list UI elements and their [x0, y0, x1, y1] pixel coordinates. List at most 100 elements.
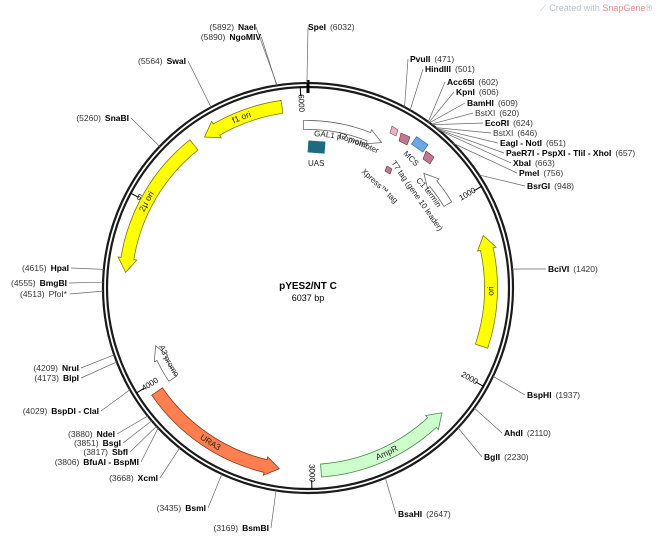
xpress-tag-label: Xpress™ tag	[360, 167, 400, 205]
credit-mark: ®	[645, 3, 652, 13]
mcs-arrow-2	[422, 150, 435, 165]
enzyme-bmgbi: (4555)BmgBI	[11, 278, 67, 288]
enzyme-leader-line	[260, 36, 278, 86]
enzyme-xcmi: (3668)XcmI	[109, 473, 158, 483]
enzyme-leader-line	[453, 142, 518, 174]
credit-brand: SnapGene	[602, 3, 646, 13]
enzyme-leader-line	[116, 415, 149, 435]
enzyme-bsphi: BspHI(1937)	[527, 390, 580, 400]
enzyme-leader-line	[129, 425, 157, 453]
enzyme-leader-line	[492, 375, 526, 396]
inner-feature-arrow	[423, 172, 453, 207]
enzyme-xbai: XbaI(663)	[513, 158, 555, 168]
inner-feature-arrow	[153, 345, 177, 382]
enzyme-leader-line	[404, 58, 409, 108]
enzyme-leader-line	[478, 174, 526, 187]
enzyme-leader-line	[187, 60, 212, 108]
tick-label: 6000	[296, 94, 306, 113]
enzyme-layer: SpeI(6032) (5892)NaeI (5890)NgoMIV (5564…	[11, 22, 635, 533]
enzyme-naei: (5892)NaeI	[209, 22, 256, 32]
enzyme-leader-line	[438, 129, 512, 164]
enzyme-hpai: (4615)HpaI	[22, 263, 69, 273]
enzyme-sbfi: (3817)SbfI	[83, 447, 128, 457]
enzyme-bsmi: (3435)BsmI	[157, 503, 206, 513]
enzyme-leader-line	[80, 361, 117, 379]
enzyme-spei: SpeI(6032)	[308, 22, 355, 32]
enzyme-leader-line	[409, 68, 424, 111]
plasmid-name: pYES2/NT C	[279, 281, 337, 292]
enzyme-blpi: (4173)BlpI	[34, 373, 79, 383]
feature-arrow	[151, 387, 280, 476]
enzyme-leader-line	[457, 427, 483, 458]
tick-label: 2000	[460, 370, 480, 387]
plasmid-size: 6037 bp	[292, 293, 325, 303]
mcs-box	[410, 136, 429, 153]
tick-label: 4000	[140, 375, 160, 392]
feature-arrow	[203, 99, 284, 139]
enzyme-leader-line	[429, 102, 466, 124]
enzyme-ndei: (3880)NdeI	[68, 429, 115, 439]
snapgene-credit: ⟋Created with SnapGene®	[540, 3, 652, 14]
enzyme-hindiii: HindIII(501)	[425, 64, 475, 74]
enzyme-bsahi: BsaHI(2647)	[398, 509, 451, 519]
enzyme-leader-line	[306, 26, 309, 84]
feature-arrow	[320, 412, 443, 478]
enzyme-bfuai-bspmi: (3806)BfuAI - BspMI	[55, 457, 139, 467]
enzyme-bsgi: (3851)BsgI	[74, 438, 121, 448]
enzyme-leader-line	[431, 122, 484, 126]
enzyme-leader-line	[428, 91, 455, 123]
enzyme-bstxi-646: BstXI(646)	[493, 128, 537, 138]
inner-feature-arrow	[302, 120, 383, 145]
enzyme-ecori: EcoRI(624)	[485, 118, 533, 128]
tick-mark	[475, 381, 484, 387]
mcs-label: MCS	[402, 149, 421, 168]
enzyme-eagi-noti: EagI - NotI(651)	[500, 138, 566, 148]
tick-mark	[136, 387, 145, 394]
credit-prefix: Created with	[549, 3, 600, 13]
enzyme-leader-line	[427, 81, 446, 123]
feature-arrow	[117, 139, 199, 274]
enzyme-leader-line	[130, 117, 160, 147]
enzyme-bgli: BglI(2230)	[484, 452, 529, 462]
enzyme-leader-line	[70, 267, 104, 270]
enzyme-leader-line	[270, 490, 277, 529]
enzyme-ahdi: AhdI(2110)	[504, 428, 551, 438]
xpress-tag-arrow	[384, 165, 393, 175]
enzyme-leader-line	[431, 112, 474, 125]
enzyme-pmei: PmeI(756)	[519, 168, 563, 178]
feature-label: ori	[485, 286, 495, 296]
tick-mark	[130, 192, 139, 198]
t7-promoter-arrow	[389, 125, 399, 137]
enzyme-swai: (5564)SwaI	[138, 56, 186, 66]
enzyme-bspdi-clai: (4029)BspDI - ClaI	[23, 406, 99, 416]
enzyme-nrui: (4209)NruI	[33, 363, 79, 373]
enzyme-leader-line	[435, 127, 492, 134]
tick-label: 3000	[307, 464, 316, 483]
enzyme-leader-line	[473, 407, 503, 434]
enzyme-leader-line	[207, 473, 223, 509]
enzyme-leader-line	[122, 420, 152, 444]
snapgene-logo-icon: ⟋	[539, 3, 547, 13]
enzyme-leader-line	[384, 477, 397, 515]
enzyme-bsmbi: (3169)BsmBI	[213, 523, 269, 533]
enzyme-snabi: (5260)SnaBI	[76, 113, 129, 123]
enzyme-leader-line	[436, 127, 499, 144]
enzyme-paer7i-xhoi: PaeR7I - PspXI - TliI - XhoI(657)	[506, 148, 635, 158]
enzyme-leader-line	[100, 389, 131, 412]
tick-label: 1000	[457, 185, 477, 202]
enzyme-bsrgi: BsrGI(948)	[527, 181, 574, 191]
enzyme-leader-line	[159, 447, 181, 479]
enzyme-kpni: KpnI(606)	[456, 87, 499, 97]
tick-mark	[473, 185, 482, 192]
feature-arrow	[474, 234, 498, 349]
enzyme-acc65i: Acc65I(602)	[447, 77, 498, 87]
enzyme-bamhi: BamHI(609)	[467, 98, 518, 108]
mcs-arrow-1	[398, 132, 411, 146]
enzyme-leader-line	[80, 354, 115, 369]
uas-label: UAS	[308, 159, 324, 168]
enzyme-pfoi: (4513)PfoI*	[20, 289, 68, 299]
enzyme-leader-line	[68, 281, 104, 284]
uas-box	[307, 140, 326, 154]
enzyme-leader-line	[437, 128, 505, 154]
